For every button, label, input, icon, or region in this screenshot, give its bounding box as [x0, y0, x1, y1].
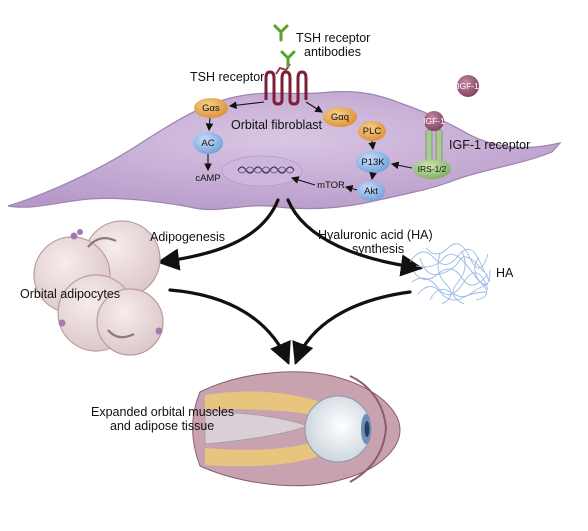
arrow-p13k-akt: [369, 171, 377, 181]
igf1-receptor-label: IGF-1 receptor: [449, 138, 530, 152]
arrow-gas-ac: [205, 117, 214, 132]
tsh-receptor-icon: [264, 70, 308, 106]
tsh-receptor-label: TSH receptor: [190, 70, 264, 84]
ac-label: AC: [201, 138, 214, 149]
tsh-antibody-bound-icon: [280, 50, 296, 68]
ha-synthesis-label-2: synthesis: [352, 242, 404, 256]
orbital-fibroblast-label: Orbital fibroblast: [231, 118, 323, 132]
camp-label: cAMP: [195, 173, 220, 184]
igf1-bound-ligand: [424, 111, 444, 131]
arrow-ha-to-eye: [292, 290, 412, 365]
igf1-bound-label: IGF-1: [423, 116, 445, 126]
ac-node: [193, 132, 223, 154]
gaq-label: Gαq: [331, 112, 349, 123]
expanded-tissue-label-1: Expanded orbital muscles: [91, 405, 234, 419]
tsh-antibodies-label-2: antibodies: [304, 45, 361, 59]
expanded-tissue-label-2: and adipose tissue: [110, 419, 214, 433]
mtor-label: mTOR: [317, 180, 345, 191]
arrow-receptor-gaq: [305, 101, 323, 113]
igf1-receptor-icon: [425, 129, 443, 163]
pathway-arrows: [204, 101, 413, 193]
arrow-receptor-gas: [228, 101, 265, 110]
tsh-antibodies-label-1: TSH receptor: [296, 31, 370, 45]
arrow-mtor-nucleus: [290, 176, 316, 186]
nucleus-dna: [221, 155, 303, 187]
irs-node: [413, 159, 451, 179]
igf1-free-label: IGF-1: [457, 81, 479, 91]
akt-node: [357, 181, 385, 201]
arrow-to-adipogenesis: [156, 198, 280, 271]
orbit-eye-illustration: [192, 371, 401, 487]
ha-label: HA: [496, 266, 514, 280]
orbital-adipocytes-label: Orbital adipocytes: [20, 287, 120, 301]
gaq-node: [323, 107, 357, 127]
plc-node: [358, 121, 386, 141]
p13k-label: P13K: [361, 157, 385, 168]
irs-label: IRS-1/2: [418, 164, 447, 174]
tsh-antibody-icon: [273, 24, 289, 42]
p13k-node: [356, 151, 390, 173]
arrow-plc-p13k: [368, 140, 377, 151]
ha-fiber-tangle: [409, 243, 491, 305]
arrow-to-ha: [286, 198, 424, 277]
arrow-adipocytes-to-eye: [168, 288, 291, 365]
adipogenesis-label: Adipogenesis: [150, 230, 225, 244]
plc-label: PLC: [363, 126, 382, 137]
arrow-akt-mtor: [344, 185, 358, 193]
outcome-arrows: [156, 198, 424, 365]
ha-synthesis-label-1: Hyaluronic acid (HA): [318, 228, 433, 242]
arrow-irs-p13k: [390, 161, 413, 170]
gas-label: Gαs: [202, 103, 220, 114]
igf1-free-ligand: [457, 75, 479, 97]
akt-label: Akt: [364, 186, 378, 197]
gas-node: [194, 98, 228, 118]
orbital-adipocytes-illustration: [33, 220, 164, 356]
